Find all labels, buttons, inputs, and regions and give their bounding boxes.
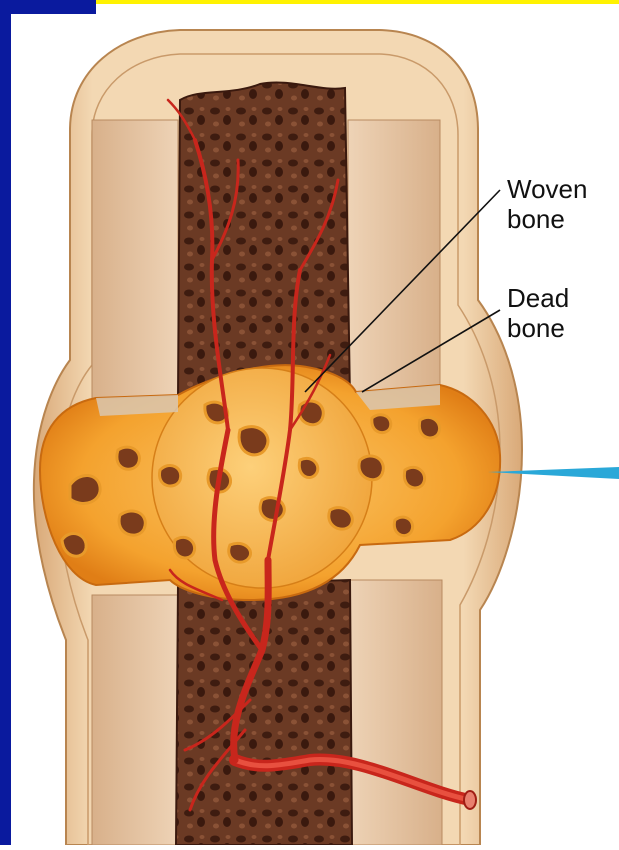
slide-blue-band — [0, 0, 11, 845]
cortex-right-upper — [348, 120, 440, 400]
slide-yellow-rule — [96, 0, 619, 4]
cortex-left-upper — [92, 120, 178, 410]
vessel-cut-end — [464, 791, 476, 809]
slide-blue-corner — [0, 0, 96, 14]
label-dead-line1: Dead — [507, 283, 569, 313]
label-dead-line2: bone — [507, 313, 569, 343]
label-dead-bone: Dead bone — [507, 283, 569, 343]
cortex-left-lower — [92, 595, 178, 845]
cortex-right-lower — [348, 580, 442, 845]
label-woven-line1: Woven — [507, 174, 587, 204]
label-woven-line2: bone — [507, 204, 587, 234]
label-woven-bone: Woven bone — [507, 174, 587, 234]
marrow-upper — [178, 82, 350, 400]
